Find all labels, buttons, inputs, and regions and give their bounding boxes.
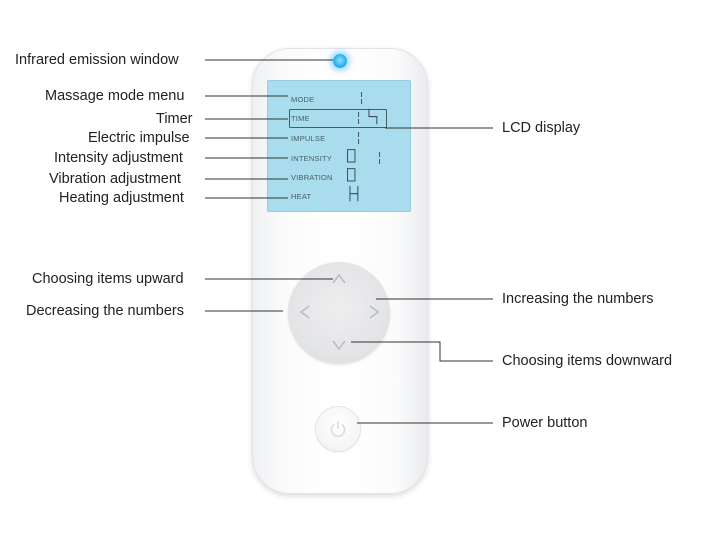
chevron-up-icon[interactable] (331, 271, 347, 287)
power-button[interactable] (316, 407, 360, 451)
lcd-time-label: TIME (291, 114, 310, 123)
label-electric-impulse: Electric impulse (88, 130, 190, 146)
label-choose-down: Choosing items downward (502, 353, 673, 369)
label-lcd-display: LCD display (502, 120, 581, 136)
chevron-down-icon[interactable] (331, 337, 347, 353)
label-massage-mode: Massage mode menu (45, 88, 185, 104)
lcd-mode-label: MODE (291, 95, 315, 104)
label-decrease: Decreasing the numbers (26, 303, 184, 319)
lcd-impulse-segment: ╎ (355, 131, 363, 145)
leader-line-choose-down (351, 341, 493, 362)
lcd-intensity-segment-2: ╎ (376, 151, 384, 165)
power-icon (330, 421, 346, 438)
lcd-display (267, 80, 411, 212)
label-vibration: Vibration adjustment (49, 171, 181, 187)
lcd-heat-segment: ├┤ (346, 187, 362, 202)
lcd-mode-segment: ╎ (358, 91, 366, 105)
lcd-intensity-segment-1: ⎕ (347, 149, 356, 165)
lcd-impulse-label: IMPULSE (291, 134, 326, 143)
label-heating: Heating adjustment (59, 190, 184, 206)
label-intensity: Intensity adjustment (54, 150, 183, 166)
label-increase: Increasing the numbers (502, 291, 654, 307)
label-timer: Timer (156, 111, 193, 127)
label-choose-up: Choosing items upward (32, 271, 184, 287)
lcd-heat-label: HEAT (291, 192, 312, 201)
lcd-time-segment-1: ╎ (355, 111, 363, 125)
infrared-emission-window (333, 54, 347, 68)
lcd-vibration-segment: ⎕ (347, 168, 356, 184)
lcd-vibration-label: VIBRATION (291, 173, 333, 182)
chevron-right-icon[interactable] (366, 304, 382, 320)
lcd-intensity-label: INTENSITY (291, 154, 332, 163)
lcd-time-segment-2: └┐ (365, 110, 381, 125)
label-infrared: Infrared emission window (15, 52, 179, 68)
chevron-left-icon[interactable] (297, 304, 313, 320)
label-power: Power button (502, 415, 588, 431)
time-selection-box (289, 109, 387, 128)
